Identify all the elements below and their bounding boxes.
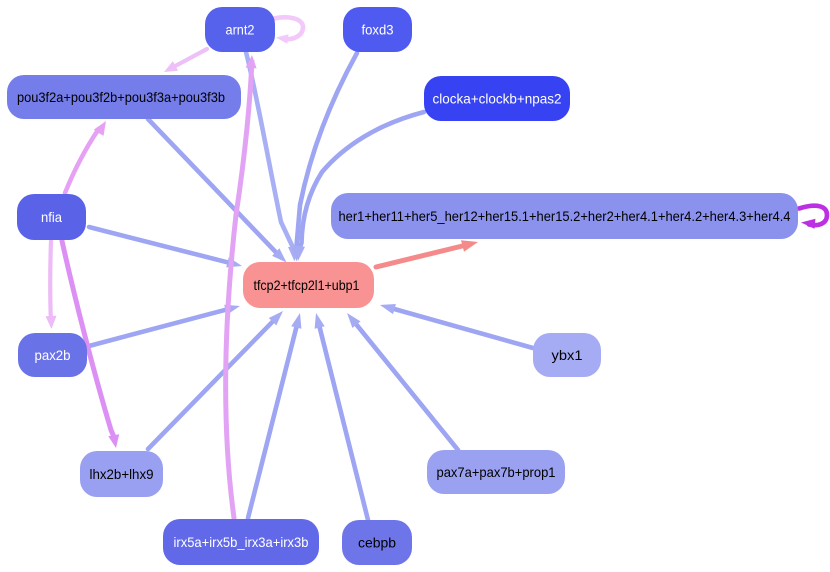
svg-text:her1+her11+her5_her12+her15.1+: her1+her11+her5_her12+her15.1+her15.2+he… — [339, 208, 791, 224]
svg-text:foxd3: foxd3 — [362, 22, 394, 38]
svg-text:pou3f2a+pou3f2b+pou3f3a+pou3f3: pou3f2a+pou3f2b+pou3f3a+pou3f3b — [17, 89, 225, 105]
svg-text:lhx2b+lhx9: lhx2b+lhx9 — [90, 466, 154, 482]
svg-text:tfcp2+tfcp2l1+ubp1: tfcp2+tfcp2l1+ubp1 — [254, 277, 360, 293]
svg-text:cebpb: cebpb — [358, 535, 396, 551]
svg-text:pax7a+pax7b+prop1: pax7a+pax7b+prop1 — [437, 464, 556, 480]
svg-text:arnt2: arnt2 — [226, 22, 255, 38]
svg-text:nfia: nfia — [41, 209, 62, 225]
svg-text:irx5a+irx5b_irx3a+irx3b: irx5a+irx5b_irx3a+irx3b — [174, 534, 309, 550]
svg-text:ybx1: ybx1 — [552, 347, 583, 363]
svg-text:pax2b: pax2b — [35, 347, 71, 363]
svg-text:clocka+clockb+npas2: clocka+clockb+npas2 — [433, 91, 562, 107]
